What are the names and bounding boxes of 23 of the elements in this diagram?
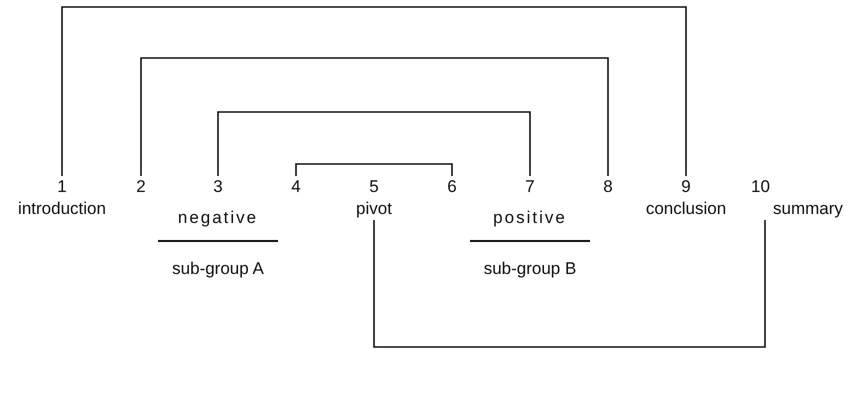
group-heading: positive: [492, 207, 568, 229]
step-number: 9: [681, 176, 691, 198]
bracket-line: [61, 6, 687, 176]
bracket-line: [295, 163, 453, 176]
step-number: 10: [751, 176, 770, 198]
bracket-line: [373, 220, 766, 348]
section-label: introduction: [18, 198, 106, 220]
section-label: pivot: [356, 198, 392, 220]
step-number: 8: [603, 176, 613, 198]
group-name: sub-group A: [171, 258, 265, 280]
group-name: sub-group B: [482, 258, 578, 280]
step-number: 4: [291, 176, 301, 198]
bracket-line: [217, 111, 531, 176]
step-number: 5: [369, 176, 379, 198]
step-number: 7: [525, 176, 535, 198]
step-number: 6: [447, 176, 457, 198]
section-label: summary: [772, 198, 843, 220]
bracket-line: [140, 57, 609, 176]
section-label: conclusion: [646, 198, 726, 220]
group-heading: negative: [176, 207, 260, 229]
step-number: 3: [213, 176, 223, 198]
step-number: 1: [57, 176, 67, 198]
step-number: 2: [136, 176, 146, 198]
